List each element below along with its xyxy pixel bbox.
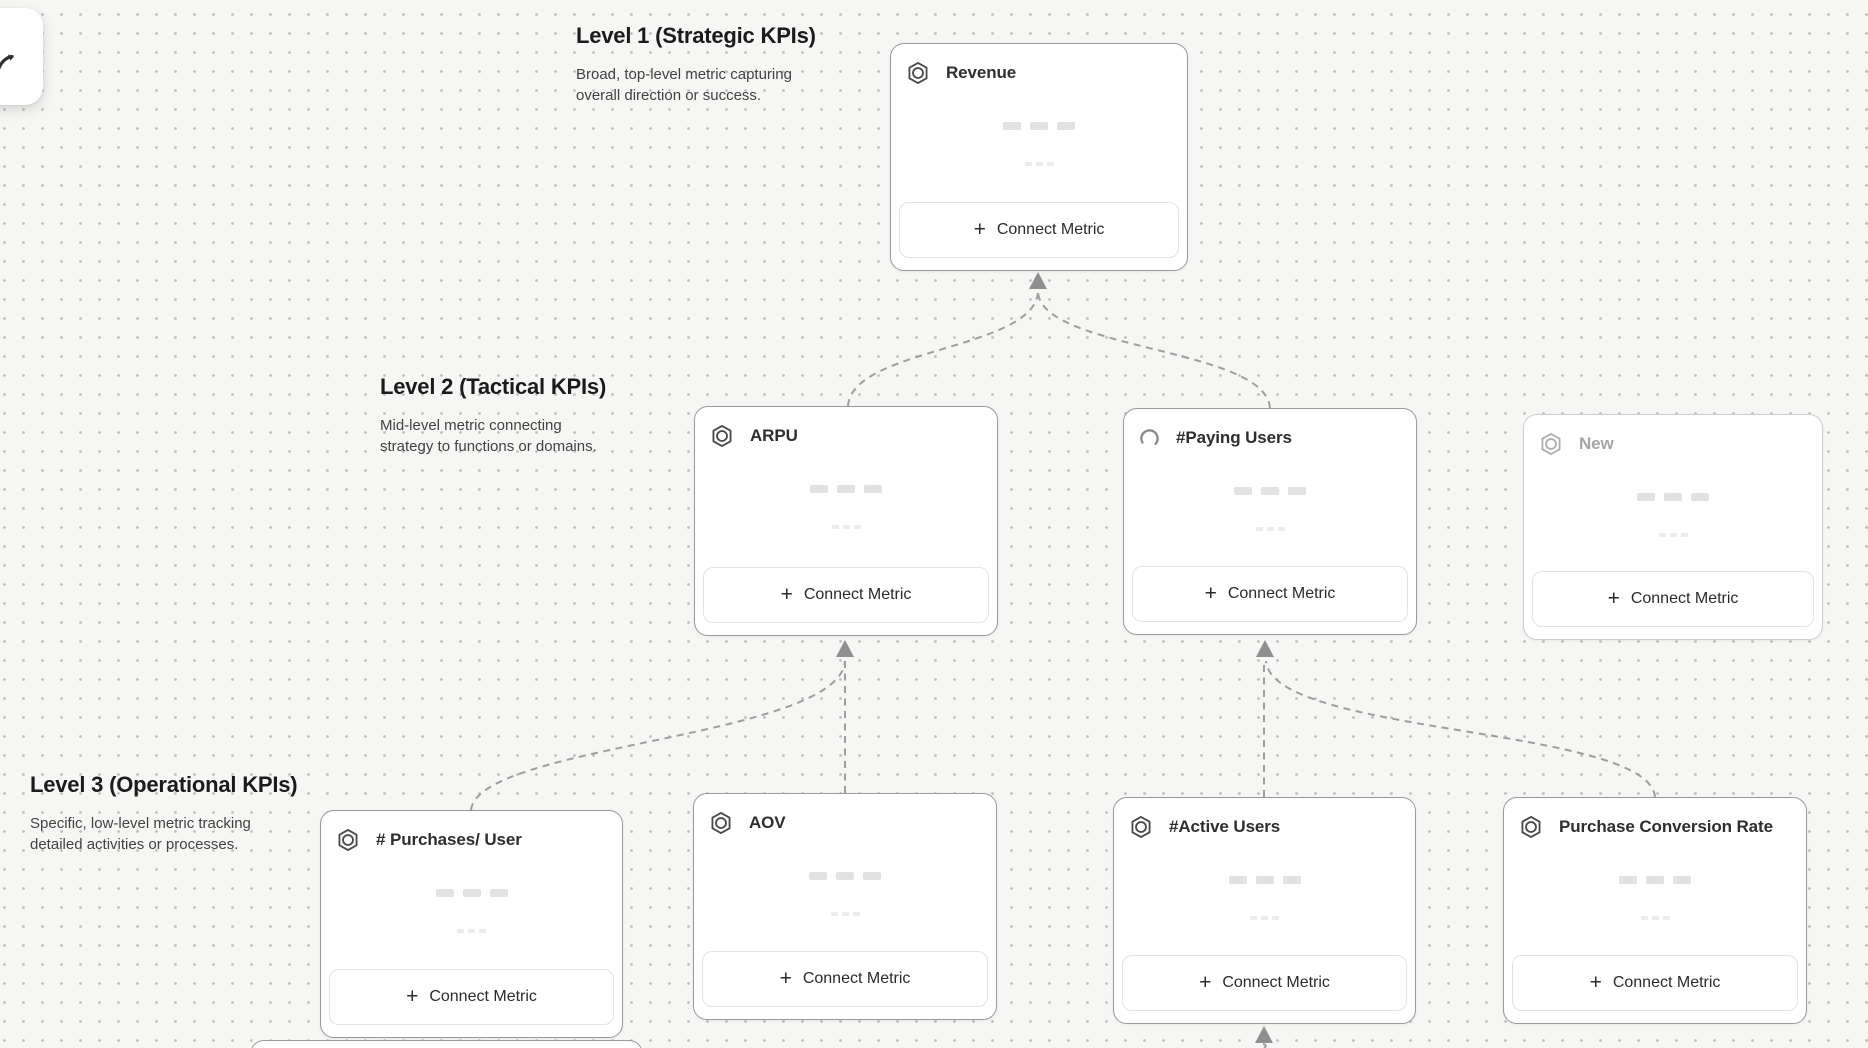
- metric-card-header: #Active Users: [1128, 813, 1401, 841]
- connect-metric-label: Connect Metric: [429, 988, 537, 1005]
- metric-card-new[interactable]: New + Connect Metric: [1523, 414, 1823, 640]
- connect-metric-button[interactable]: + Connect Metric: [329, 969, 614, 1025]
- skeleton-row: [1504, 916, 1806, 920]
- section-level-1: Level 1 (Strategic KPIs) Broad, top-leve…: [576, 23, 822, 106]
- plus-icon: +: [973, 217, 986, 241]
- skeleton-row: [891, 122, 1187, 130]
- arrowhead-icon: [1029, 272, 1047, 289]
- metric-card-title: New: [1579, 434, 1614, 453]
- skeleton-row: [1524, 493, 1822, 501]
- connect-metric-label: Connect Metric: [1227, 585, 1336, 602]
- metric-card-header: New: [1538, 430, 1808, 458]
- section-level-2: Level 2 (Tactical KPIs) Mid-level metric…: [380, 374, 606, 457]
- section-description: Broad, top-level metric capturing overal…: [576, 66, 792, 104]
- metric-card-purchase-conversion-rate[interactable]: Purchase Conversion Rate + Connect Metri…: [1503, 797, 1807, 1024]
- connect-metric-button[interactable]: + Connect Metric: [702, 951, 988, 1007]
- metric-card-title: AOV: [749, 813, 786, 832]
- skeleton-row: [694, 912, 996, 916]
- skeleton-row: [1124, 527, 1416, 531]
- metric-skeleton-placeholder: [694, 794, 996, 916]
- skeleton-row: [321, 929, 622, 933]
- metric-card-header: Purchase Conversion Rate: [1518, 813, 1792, 841]
- metric-card-header: ARPU: [709, 422, 983, 450]
- toolbar-button[interactable]: [0, 8, 43, 105]
- hexagon-icon: [1538, 431, 1564, 457]
- section-description: Mid-level metric connecting strategy to …: [380, 417, 597, 455]
- connect-metric-button[interactable]: + Connect Metric: [1512, 955, 1798, 1011]
- metric-skeleton-placeholder: [891, 44, 1187, 166]
- connect-metric-button[interactable]: + Connect Metric: [703, 567, 989, 623]
- plus-icon: +: [1607, 586, 1620, 610]
- metric-card-header: # Purchases/ User: [335, 826, 608, 854]
- metric-card-active-users[interactable]: #Active Users + Connect Metric: [1113, 797, 1416, 1024]
- metric-card-header: AOV: [708, 809, 982, 837]
- metric-card-partial[interactable]: [250, 1040, 643, 1048]
- connect-metric-label: Connect Metric: [1630, 590, 1739, 607]
- arrowhead-icon: [1255, 1026, 1273, 1043]
- connect-metric-label: Connect Metric: [1612, 974, 1721, 991]
- skeleton-row: [1124, 487, 1416, 495]
- connect-metric-label: Connect Metric: [996, 221, 1105, 238]
- connect-metric-button[interactable]: + Connect Metric: [899, 202, 1179, 258]
- connect-metric-button[interactable]: + Connect Metric: [1122, 955, 1407, 1011]
- metric-skeleton-placeholder: [695, 407, 997, 529]
- section-title: Level 2 (Tactical KPIs): [380, 374, 607, 399]
- metric-card-aov[interactable]: AOV + Connect Metric: [693, 793, 997, 1020]
- connect-metric-button[interactable]: + Connect Metric: [1532, 571, 1814, 627]
- skeleton-row: [1114, 876, 1415, 884]
- plus-icon: +: [1204, 581, 1217, 605]
- metric-skeleton-placeholder: [1524, 415, 1822, 537]
- hexagon-icon: [335, 827, 361, 853]
- plus-icon: +: [779, 966, 792, 990]
- metric-card-title: #Paying Users: [1176, 428, 1292, 447]
- metric-card-purchases-per-user[interactable]: # Purchases/ User + Connect Metric: [320, 810, 623, 1038]
- metric-card-header: #Paying Users: [1138, 424, 1402, 452]
- metric-card-title: # Purchases/ User: [376, 830, 522, 849]
- connect-metric-label: Connect Metric: [803, 586, 912, 603]
- arrowhead-icon: [1256, 640, 1274, 657]
- metric-card-title: Revenue: [946, 63, 1017, 82]
- skeleton-row: [1114, 916, 1415, 920]
- section-description: Specific, low-level metric tracking deta…: [30, 815, 251, 853]
- metric-card-title: #Active Users: [1169, 817, 1281, 836]
- skeleton-row: [695, 485, 997, 493]
- metric-card-title: Purchase Conversion Rate: [1559, 817, 1773, 836]
- connect-metric-label: Connect Metric: [802, 970, 911, 987]
- connect-metric-label: Connect Metric: [1222, 974, 1330, 991]
- metric-card-arpu[interactable]: ARPU + Connect Metric: [694, 406, 998, 636]
- skeleton-row: [1504, 876, 1806, 884]
- plus-icon: +: [1589, 970, 1602, 994]
- hexagon-icon: [1128, 814, 1154, 840]
- section-title: Level 1 (Strategic KPIs): [576, 23, 816, 48]
- plus-icon: +: [406, 984, 419, 1008]
- skeleton-row: [695, 525, 997, 529]
- metric-card-header: Revenue: [905, 59, 1173, 87]
- hexagon-icon: [1518, 814, 1544, 840]
- skeleton-row: [1524, 533, 1822, 537]
- metric-card-title: ARPU: [750, 426, 798, 445]
- hexagon-icon: [905, 60, 931, 86]
- metric-card-paying-users[interactable]: #Paying Users + Connect Metric: [1123, 408, 1417, 635]
- skeleton-row: [891, 162, 1187, 166]
- skeleton-row: [694, 872, 996, 880]
- plus-icon: +: [1199, 970, 1212, 994]
- arrowhead-icon: [836, 640, 854, 657]
- plus-icon: +: [780, 582, 793, 606]
- section-title: Level 3 (Operational KPIs): [30, 772, 298, 797]
- hexagon-icon: [709, 423, 735, 449]
- skeleton-row: [321, 889, 622, 897]
- section-level-3: Level 3 (Operational KPIs) Specific, low…: [30, 772, 298, 855]
- spinner-icon: [1138, 427, 1161, 450]
- metric-skeleton-placeholder: [321, 811, 622, 933]
- metric-card-revenue[interactable]: Revenue + Connect Metric: [890, 43, 1188, 271]
- metric-skeleton-placeholder: [1504, 798, 1806, 920]
- metric-skeleton-placeholder: [1114, 798, 1415, 920]
- hexagon-icon: [708, 810, 734, 836]
- metric-skeleton-placeholder: [1124, 409, 1416, 531]
- connect-metric-button[interactable]: + Connect Metric: [1132, 566, 1408, 622]
